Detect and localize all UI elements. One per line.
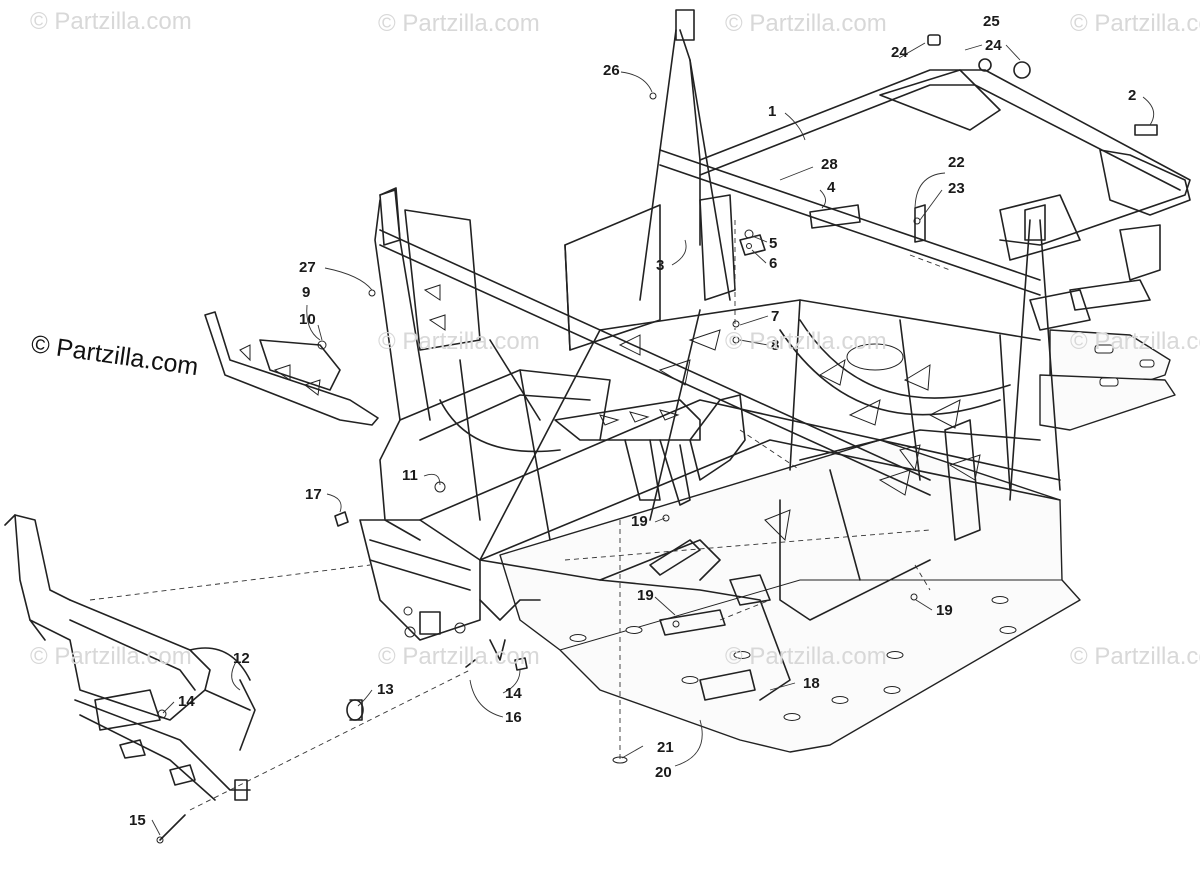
- callout-9: 9: [302, 284, 311, 301]
- callout-16: 16: [505, 709, 522, 726]
- watermark: © Partzilla.com: [1070, 10, 1200, 37]
- callout-11: 11: [402, 467, 418, 484]
- callout-15: 15: [129, 812, 146, 829]
- callout-leaders: [151, 42, 1155, 836]
- watermark: © Partzilla.com: [30, 8, 192, 35]
- callout-6: 6: [769, 255, 778, 272]
- callout-22: 22: [948, 154, 965, 171]
- callout-28: 28: [821, 156, 838, 173]
- callout-19-upper: 19: [631, 513, 648, 530]
- callout-5: 5: [769, 235, 778, 252]
- watermark: © Partzilla.com: [1070, 328, 1200, 355]
- callout-8: 8: [771, 337, 780, 354]
- callout-23: 23: [948, 180, 965, 197]
- callout-7: 7: [771, 308, 780, 325]
- callout-21: 21: [657, 739, 674, 756]
- callout-24-right: 24: [985, 37, 1002, 54]
- main-frame: [359, 9, 1191, 701]
- watermark: © Partzilla.com: [30, 643, 192, 670]
- watermark: © Partzilla.com: [378, 328, 540, 355]
- callout-4: 4: [827, 179, 836, 196]
- callout-14-frame: 14: [505, 685, 522, 702]
- dashed-leaders: [89, 220, 951, 811]
- callout-17: 17: [305, 486, 322, 503]
- side-skid-panels: [1039, 329, 1176, 431]
- callout-26: 26: [603, 62, 620, 79]
- callout-19-center: 19: [637, 587, 654, 604]
- callout-2: 2: [1128, 87, 1137, 104]
- callout-14-bumper: 14: [178, 693, 195, 710]
- callout-24-left: 24: [891, 44, 908, 61]
- watermark: © Partzilla.com: [378, 643, 540, 670]
- callout-3: 3: [656, 257, 665, 274]
- watermark: © Partzilla.com: [378, 10, 540, 37]
- watermark: © Partzilla.com: [725, 328, 887, 355]
- hood-bracket: [204, 311, 379, 426]
- watermark: © Partzilla.com: [725, 10, 887, 37]
- callout-12: 12: [233, 650, 250, 667]
- hardware: [156, 34, 1158, 844]
- callout-19-right: 19: [936, 602, 953, 619]
- callout-18: 18: [803, 675, 820, 692]
- watermark: © Partzilla.com: [1070, 643, 1200, 670]
- callout-13: 13: [377, 681, 394, 698]
- front-bumper: [4, 514, 256, 801]
- callout-10: 10: [299, 311, 316, 328]
- skid-plate: [499, 439, 1081, 753]
- callout-27: 27: [299, 259, 316, 276]
- watermark: © Partzilla.com: [725, 643, 887, 670]
- callout-20: 20: [655, 764, 672, 781]
- callout-25: 25: [983, 13, 1000, 30]
- callout-1: 1: [768, 103, 777, 120]
